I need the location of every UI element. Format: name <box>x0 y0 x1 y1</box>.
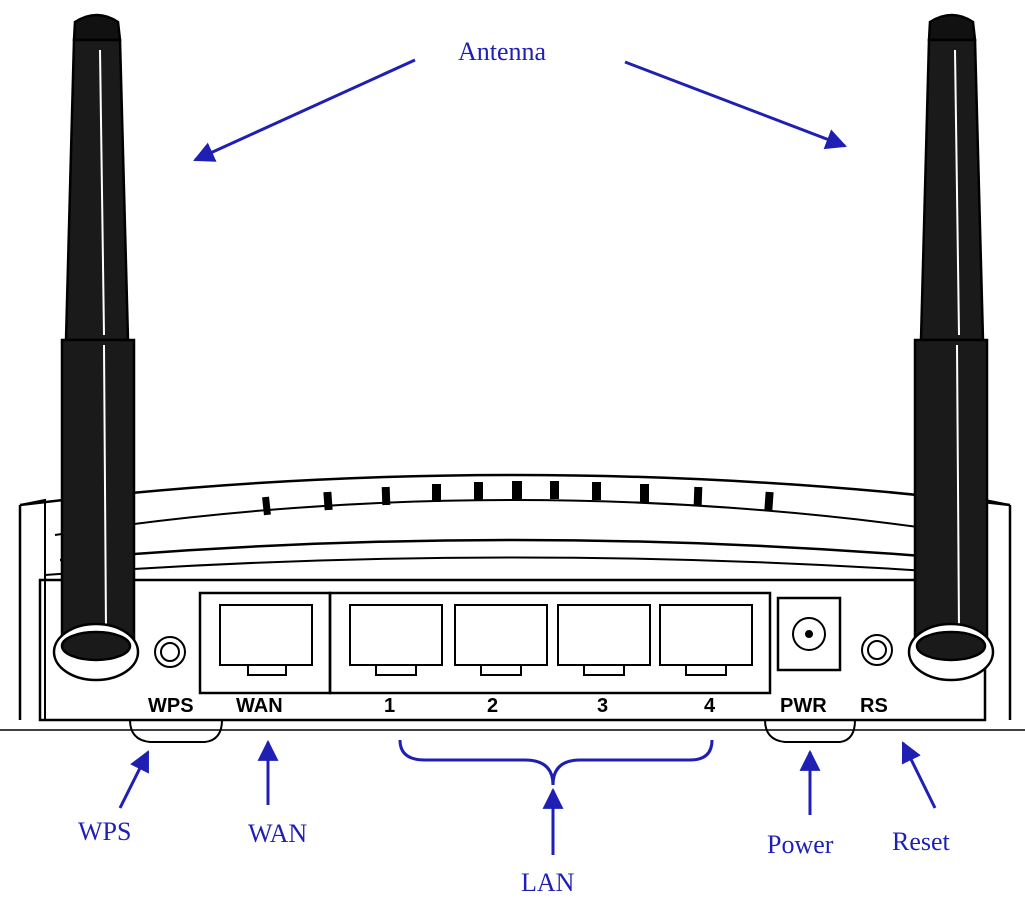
callout-power: Power <box>767 830 834 859</box>
lan-port-2 <box>454 604 548 666</box>
callout-lan: LAN <box>521 868 575 897</box>
panel-label-lan-3: 3 <box>597 695 608 717</box>
arrow-antenna-left <box>193 58 416 162</box>
lan-port-1 <box>349 604 443 666</box>
panel-label-lan-1: 1 <box>384 695 395 717</box>
power-jack <box>776 596 842 672</box>
panel-label-pwr: PWR <box>780 695 827 717</box>
callout-wps: WPS <box>78 817 131 846</box>
right-foot <box>764 719 856 743</box>
arrow-wps <box>118 750 150 809</box>
lan-brace <box>398 739 714 786</box>
panel-label-lan-2: 2 <box>487 695 498 717</box>
wps-button <box>154 636 186 668</box>
arrow-antenna-right <box>624 60 847 150</box>
wan-port <box>198 591 332 695</box>
lan-port-3 <box>557 604 651 666</box>
vent-slots <box>262 481 774 516</box>
callout-arrows <box>118 58 937 855</box>
callout-wan: WAN <box>248 819 307 848</box>
left-foot <box>129 719 223 743</box>
panel-label-lan-4: 4 <box>704 695 716 717</box>
reset-button <box>861 634 893 666</box>
panel-label-wps: WPS <box>148 695 194 717</box>
right-antenna <box>907 13 995 682</box>
lan-port-4 <box>659 604 753 666</box>
callout-reset: Reset <box>892 827 951 856</box>
panel-label-rs: RS <box>860 695 888 717</box>
callout-antenna: Antenna <box>458 37 547 66</box>
panel-label-wan: WAN <box>236 695 283 717</box>
left-antenna <box>52 13 140 682</box>
arrow-reset <box>901 741 937 809</box>
lan-port-block <box>328 591 772 695</box>
router-body <box>0 473 1025 743</box>
